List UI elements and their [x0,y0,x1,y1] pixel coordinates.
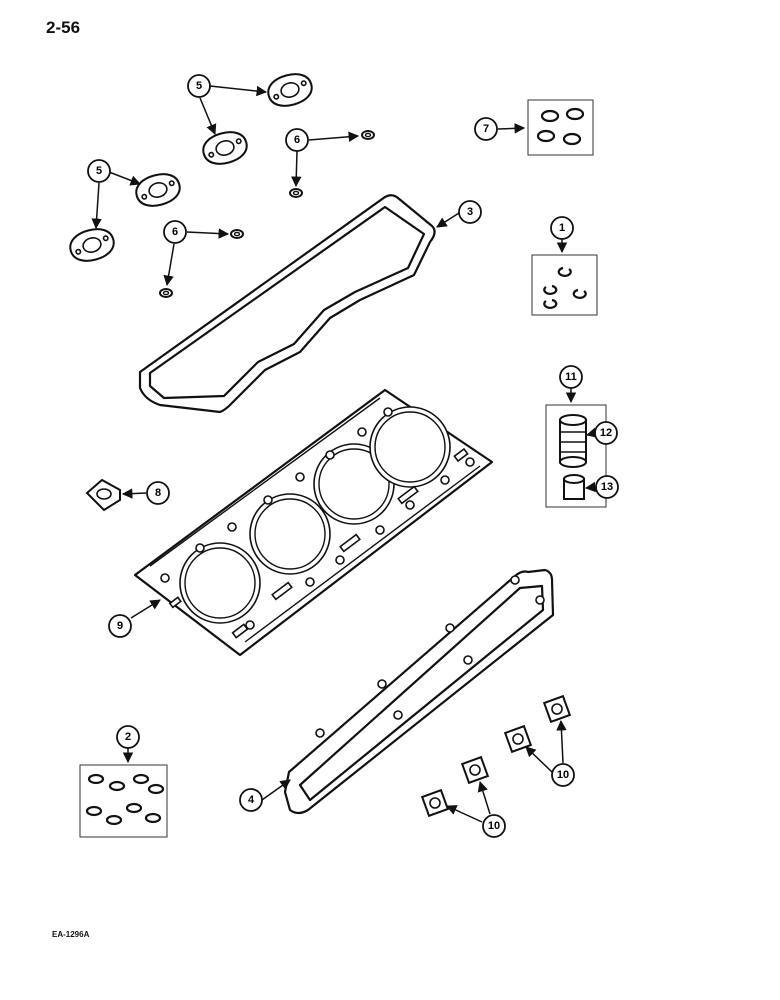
diamond-gasket-8 [85,478,121,512]
svg-text:10: 10 [557,769,569,781]
square-gasket-10a [420,788,450,818]
svg-text:6: 6 [294,134,300,146]
square-gasket-10d [542,694,572,724]
bolt-holes [160,407,475,630]
coolant-slots [168,447,469,639]
washer-6d [159,288,173,298]
callout-5: 5 [87,159,111,183]
svg-text:12: 12 [600,427,612,439]
o-ring-kit-2 [79,764,168,838]
cylinder-bore [369,406,451,488]
cylinder-bore [249,493,331,575]
callout-6: 6 [163,220,187,244]
flange-gasket-5d [69,228,115,262]
callout-11: 11 [559,365,583,389]
mounting-holes [315,575,545,738]
manifold-gasket-4 [283,568,555,815]
callout-10: 10 [482,814,506,838]
svg-text:1: 1 [559,222,565,234]
svg-text:3: 3 [467,206,473,218]
valve-guide-sleeve-13 [563,474,585,500]
washer-6b [289,188,303,198]
callout-2: 2 [116,725,140,749]
clip-kit-1 [531,254,598,316]
callout-5: 5 [187,74,211,98]
valve-stem-seal-12 [559,414,587,468]
svg-text:9: 9 [117,620,123,632]
ring-kit-7 [527,99,594,156]
flange-gasket-5b [202,131,248,165]
square-gasket-10c [503,724,533,754]
page-number: 2-56 [46,18,81,37]
callout-3: 3 [458,200,482,224]
callout-10: 10 [551,763,575,787]
callout-9: 9 [108,614,132,638]
figure-code: EA-1296A [52,930,90,939]
svg-text:5: 5 [196,80,202,92]
callout-6: 6 [285,128,309,152]
callout-1: 1 [550,216,574,240]
svg-text:11: 11 [565,371,577,383]
square-gasket-10b [460,755,490,785]
cylinder-bore [179,542,261,624]
washer-6c [230,229,244,239]
svg-text:7: 7 [483,123,489,135]
callout-4: 4 [239,788,263,812]
callout-13: 13 [595,475,619,499]
valve-seal-kit-11 [545,404,607,508]
svg-text:4: 4 [248,794,255,806]
flange-gasket-5c [135,173,181,207]
leader-lines [91,85,598,823]
svg-text:5: 5 [96,165,102,177]
washer-6a [361,130,375,140]
callout-12: 12 [594,421,618,445]
flange-gasket-5a [267,73,313,107]
svg-text:13: 13 [601,481,613,493]
head-gasket-9 [133,388,494,657]
callout-8: 8 [146,481,170,505]
rocker-cover-gasket-3 [138,194,436,414]
callout-7: 7 [474,117,498,141]
svg-text:8: 8 [155,487,161,499]
svg-text:10: 10 [488,820,500,832]
svg-text:6: 6 [172,226,178,238]
svg-text:2: 2 [125,731,131,743]
